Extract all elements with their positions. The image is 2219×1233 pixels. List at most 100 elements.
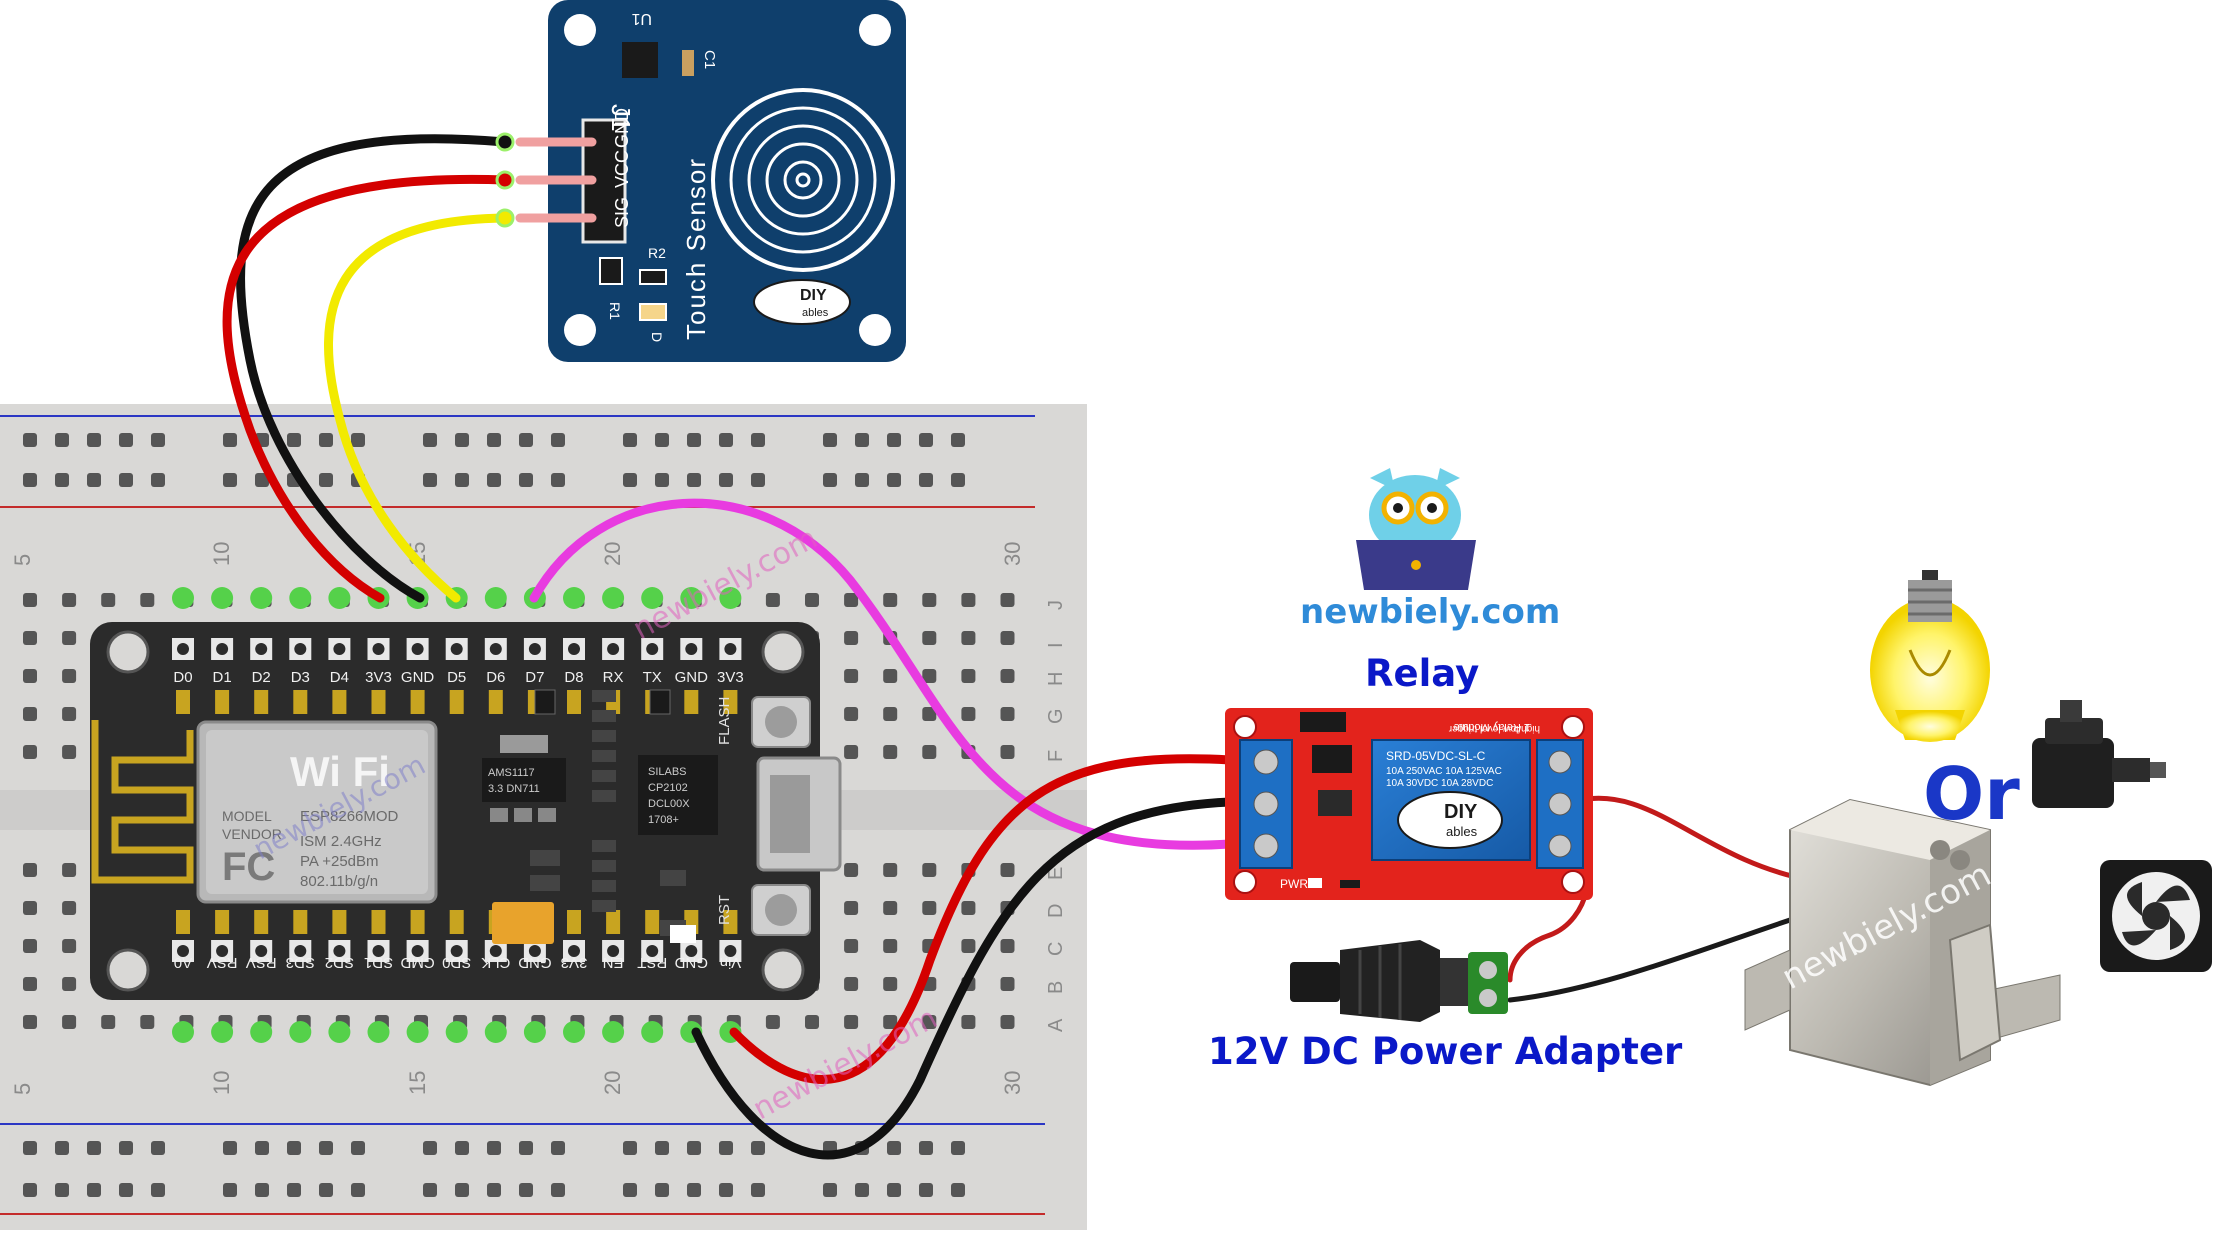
rail-hole xyxy=(551,1141,565,1155)
row-letter: H xyxy=(1045,672,1067,686)
col-number: 30 xyxy=(1000,1071,1025,1095)
chip-code: DCL00X xyxy=(648,798,690,810)
breadboard-hole xyxy=(961,593,976,607)
highlighted-holes xyxy=(172,587,742,1043)
breadboard-hole xyxy=(961,631,976,645)
rail-hole xyxy=(151,1183,165,1197)
rail-hole xyxy=(919,473,933,487)
pin-label: RX xyxy=(603,669,624,686)
breadboard-hole xyxy=(62,745,77,759)
breadboard-hole xyxy=(844,745,859,759)
tantalum-capacitor xyxy=(492,902,554,944)
rail-hole xyxy=(23,473,37,487)
adapter-terminal xyxy=(1468,952,1508,1014)
rail-hole xyxy=(255,1141,269,1155)
rail-hole xyxy=(855,433,869,447)
breadboard-hole xyxy=(844,1015,859,1029)
rail-hole xyxy=(55,1183,69,1197)
breadboard-hole xyxy=(23,631,37,645)
col-number: 5 xyxy=(10,554,35,566)
rail-hole xyxy=(223,1141,237,1155)
rail-hole xyxy=(487,1183,501,1197)
breadboard-hole xyxy=(922,631,937,645)
rail-hole xyxy=(23,1141,37,1155)
rail-hole xyxy=(119,433,133,447)
breadboard-hole xyxy=(922,669,937,683)
relay-model: SRD-05VDC-SL-C xyxy=(1386,749,1486,763)
rail-hole xyxy=(551,473,565,487)
rail-hole xyxy=(855,473,869,487)
rail-hole xyxy=(887,1141,901,1155)
wire-relay-to-lock xyxy=(1569,795,1813,883)
rail-hole xyxy=(951,1183,965,1197)
breadboard-hole xyxy=(805,1015,819,1029)
breadboard-hole xyxy=(62,593,77,607)
relay-rating-ac: 10A 250VAC 10A 125VAC xyxy=(1386,766,1502,777)
breadboard-hole xyxy=(62,707,77,721)
usb-serial-chip xyxy=(638,755,718,835)
rail-hole xyxy=(951,1141,965,1155)
pin-hole-highlight xyxy=(484,1021,507,1043)
rail-hole xyxy=(255,473,269,487)
breadboard-hole xyxy=(922,901,937,915)
row-letter: G xyxy=(1045,708,1067,724)
rst-label: RST xyxy=(716,895,733,925)
pin-hole-highlight xyxy=(328,1021,351,1043)
relay-module-subtitle: high/low level trigger xyxy=(1448,723,1540,734)
pin-label: D4 xyxy=(330,669,349,686)
pin-label: RSV xyxy=(246,954,277,971)
row-letter: D xyxy=(1045,904,1067,918)
rail-hole xyxy=(351,433,365,447)
breadboard-hole xyxy=(922,1015,937,1029)
rail-hole xyxy=(455,473,469,487)
power-adapter-label: 12V DC Power Adapter xyxy=(1208,1030,1683,1073)
pin-hole-highlight xyxy=(211,587,234,609)
pin-label: D7 xyxy=(525,669,544,686)
pin-label: RSV xyxy=(207,954,238,971)
rail-hole xyxy=(519,1141,533,1155)
or-label: Or xyxy=(1923,752,2020,836)
pin-hole-highlight xyxy=(719,587,742,609)
col-number: 30 xyxy=(1000,542,1025,566)
trigger-jumper xyxy=(1300,712,1346,732)
fcc-logo: FC xyxy=(222,845,275,889)
rail-hole xyxy=(87,1183,101,1197)
spec-ism: ISM 2.4GHz xyxy=(300,833,382,850)
pin-label: D3 xyxy=(291,669,310,686)
rail-hole xyxy=(487,433,501,447)
rail-hole xyxy=(823,433,837,447)
rail-hole xyxy=(351,1141,365,1155)
rail-hole xyxy=(287,433,301,447)
breadboard-hole xyxy=(765,593,780,607)
breadboard-hole xyxy=(23,1015,37,1029)
rail-hole xyxy=(455,1141,469,1155)
pin-label: 3V3 xyxy=(561,954,588,971)
touch-pad xyxy=(711,88,895,272)
pin-label: D6 xyxy=(486,669,505,686)
water-pump-icon xyxy=(2032,700,2166,808)
row-letter: A xyxy=(1045,1018,1067,1032)
c1-label: C1 xyxy=(701,50,718,69)
breadboard-hole xyxy=(961,707,976,721)
rail-hole xyxy=(23,433,37,447)
pin-label: GND xyxy=(401,669,435,686)
rail-hole xyxy=(55,473,69,487)
pin-hole-highlight xyxy=(367,1021,390,1043)
rail-hole xyxy=(655,1141,669,1155)
pin-label: RST xyxy=(637,954,667,971)
pin-label: D2 xyxy=(252,669,271,686)
pin-label: GND xyxy=(675,669,709,686)
esp8266-nodemcu-board: Wi Fi MODEL VENDOR ESP8266MOD FC ISM 2.4… xyxy=(90,622,842,1000)
col-number: 20 xyxy=(600,542,625,566)
pin-label: GND xyxy=(674,954,708,971)
rail-hole xyxy=(823,1183,837,1197)
rail-hole xyxy=(223,1183,237,1197)
wire-adapter-to-lock xyxy=(1507,917,1793,1003)
rail-hole xyxy=(687,473,701,487)
pin-hole-highlight xyxy=(211,1021,234,1043)
pin-label: EN xyxy=(603,954,624,971)
rail-hole xyxy=(223,433,237,447)
row-letter: I xyxy=(1045,642,1067,648)
